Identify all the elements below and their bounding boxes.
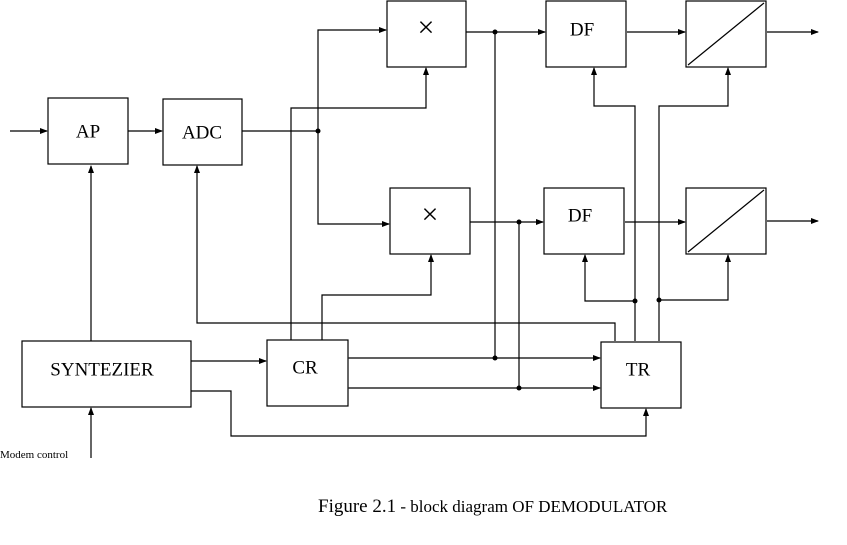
- adc-to-mixer-bottom-wire: [317, 131, 390, 227]
- cr-label: CR: [292, 357, 318, 378]
- multiply-icon: ×: [422, 198, 439, 231]
- multiply-icon: ×: [418, 11, 435, 44]
- modem-control-label: Modem control: [0, 449, 68, 461]
- block-ap: AP: [47, 97, 129, 165]
- block-df-bottom: DF: [543, 187, 625, 255]
- tr-to-out-top-wire: [658, 67, 731, 341]
- cr-to-mixer-bottom-wire: [321, 254, 434, 340]
- junction-dot: [656, 297, 662, 303]
- cr-to-mixer-top-wire: [290, 67, 429, 340]
- junction-dot: [516, 385, 522, 391]
- tr-to-adc-wire: [194, 165, 616, 341]
- block-output-top: [685, 0, 767, 68]
- tr-label: TR: [626, 359, 651, 380]
- adc-label: ADC: [182, 122, 222, 143]
- block-adc: ADC: [162, 98, 243, 166]
- figure-caption-prefix: Figure 2.1: [318, 496, 396, 517]
- tr-to-df-top-wire: [591, 67, 636, 341]
- tr-to-out-bottom-wire: [659, 254, 731, 301]
- junction-dot: [492, 29, 498, 35]
- block-df-top: DF: [545, 0, 627, 68]
- df-top-label: DF: [570, 19, 594, 40]
- synthesizer-label: SYNTEZIER: [50, 359, 154, 380]
- figure-caption: Figure 2.1 - block diagram OF DEMODULATO…: [318, 496, 668, 517]
- df-bottom-label: DF: [568, 205, 592, 226]
- ap-label: AP: [76, 121, 100, 142]
- adc-to-mixer-top-wire: [317, 27, 387, 131]
- figure-caption-text: - block diagram OF DEMODULATOR: [396, 497, 668, 516]
- tr-to-df-bottom-wire: [582, 254, 635, 302]
- block-output-bottom: [685, 187, 767, 255]
- block-tr: TR: [600, 341, 682, 409]
- diagonal-line-icon: [687, 2, 765, 66]
- block-mixer-top: ×: [386, 0, 467, 68]
- junction-dot: [632, 298, 638, 304]
- junction-dot: [516, 219, 522, 225]
- block-synthesizer: SYNTEZIER: [21, 340, 192, 408]
- wires: [10, 27, 819, 458]
- diagonal-line-icon: [687, 189, 765, 253]
- junction-dot: [315, 128, 321, 134]
- block-cr: CR: [266, 339, 349, 407]
- junction-dot: [492, 355, 498, 361]
- block-mixer-bottom: ×: [389, 187, 471, 255]
- synth-to-tr-wire: [191, 390, 649, 437]
- junction-dots: [315, 29, 662, 391]
